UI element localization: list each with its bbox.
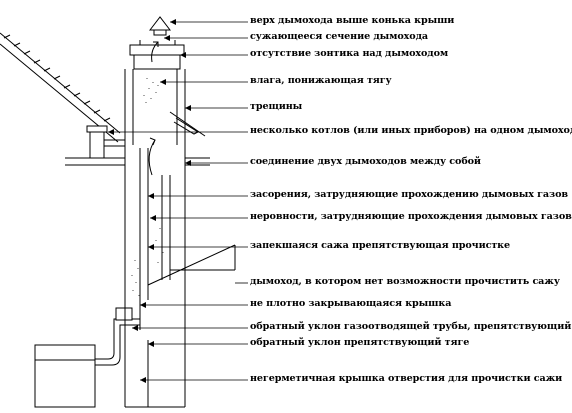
label-two-chimneys: соединение двух дымоходов между собой (250, 156, 481, 167)
boiler (34, 307, 140, 408)
lower-chimney (124, 300, 186, 408)
chimney-cap (129, 16, 185, 70)
label-narrowing-section: сужающееся сечение дымохода (250, 31, 429, 42)
label-moisture: влага, понижающая тягу (250, 75, 392, 86)
flow-arrows (148, 41, 159, 176)
label-baked-soot: запекшаяся сажа препятствующая прочистке (250, 240, 511, 251)
second-appliance (86, 125, 125, 159)
soot-dots (131, 78, 164, 296)
arrowheads (108, 19, 191, 383)
label-leaky-cleanout: негерметичная крышка отверстия для прочи… (250, 373, 563, 384)
label-irregularities: неровности, затрудняющие прохождения дым… (250, 211, 572, 222)
label-multiple-boilers: несколько котлов (или иных приборов) на … (250, 125, 572, 136)
label-loose-lid: не плотно закрывающаяся крышка (250, 298, 452, 309)
chimney-stack (124, 69, 186, 300)
label-chimney-top: верх дымохода выше конька крыши (250, 15, 455, 26)
label-reverse-slope-pipe: обратный уклон газоотводящей трубы, преп… (250, 321, 572, 332)
label-cracks: трещины (250, 101, 303, 112)
label-blockages: засорения, затрудняющие прохождению дымо… (250, 189, 568, 200)
label-no-cleaning-access: дымоход, в котором нет возможности прочи… (250, 276, 560, 287)
leader-lines (108, 21, 248, 381)
label-no-cap: отсутствие зонтика над дымоходом (250, 48, 449, 59)
internal-flues (139, 148, 171, 300)
ramp (147, 244, 236, 286)
label-reverse-slope: обратный уклон препятствующий тяге (250, 337, 470, 348)
